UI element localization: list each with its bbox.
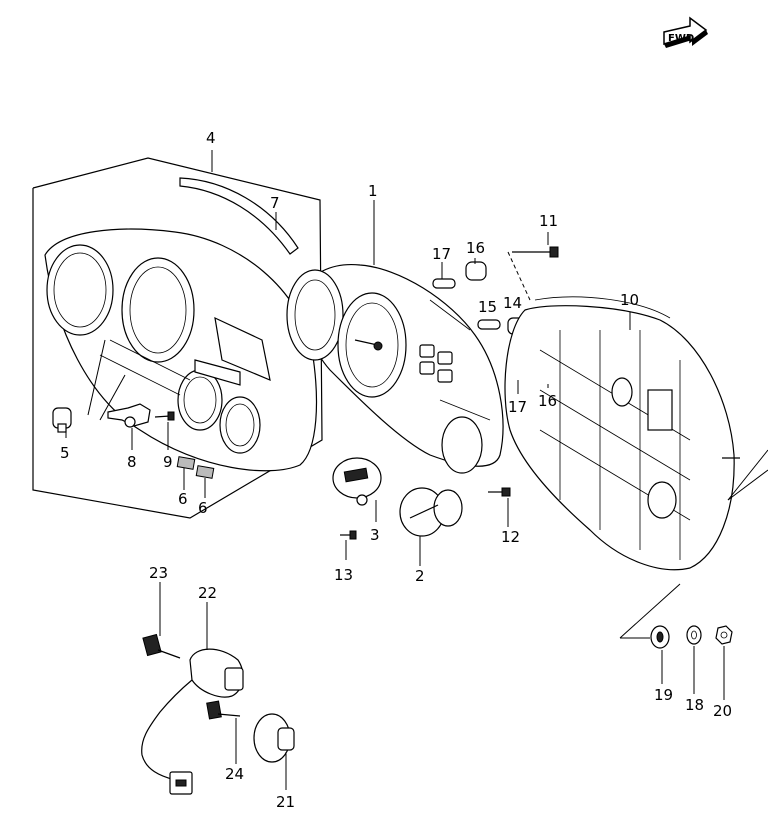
callout-14: 14 [503, 294, 522, 312]
nut-part-20 [715, 625, 733, 645]
callout-12: 12 [501, 528, 520, 546]
callout-18: 18 [685, 696, 704, 714]
rear-case-part-10 [504, 296, 740, 571]
bulb-part-17a [432, 278, 456, 289]
callout-17a: 17 [432, 245, 451, 263]
callout-19: 19 [654, 686, 673, 704]
callout-10: 10 [620, 291, 639, 309]
callout-3: 3 [370, 526, 380, 544]
callout-7: 7 [270, 194, 280, 212]
washer-part-18 [686, 625, 702, 645]
callout-15: 15 [478, 298, 497, 316]
callout-2: 2 [415, 567, 425, 585]
gauge-part-2 [399, 487, 463, 537]
socket-part-16a [465, 261, 487, 281]
fwd-label: FWD [668, 33, 694, 44]
callout-5: 5 [60, 444, 70, 462]
socket-part-5 [52, 407, 72, 433]
fwd-arrow-icon: FWD [663, 16, 708, 48]
leader-lines [65, 150, 768, 790]
callout-17b: 17 [508, 398, 527, 416]
sensor-part-21 [253, 713, 295, 763]
callout-21: 21 [276, 793, 295, 811]
callout-13: 13 [334, 566, 353, 584]
callout-11: 11 [539, 212, 558, 230]
screw-part-13 [340, 530, 357, 540]
indicator-part-6a [176, 456, 196, 470]
meter-case-assembly [32, 157, 323, 519]
screw-part-9 [154, 411, 175, 421]
callout-4: 4 [206, 129, 216, 147]
bolt-part-24 [206, 700, 241, 720]
part-callouts: 4 7 1 11 16 17 10 15 14 17 16 5 8 9 6 6 … [60, 129, 732, 811]
callout-16b: 16 [538, 392, 557, 410]
bulb-part-8 [107, 403, 151, 428]
callout-22: 22 [198, 584, 217, 602]
callout-9: 9 [163, 453, 173, 471]
gauge-part-3 [332, 457, 382, 506]
bulb-part-15 [477, 319, 501, 330]
callout-6b: 6 [198, 499, 208, 517]
callout-24: 24 [225, 765, 244, 783]
grommet-part-19 [650, 625, 670, 649]
meter-assembly-part-1 [286, 263, 504, 474]
callout-16a: 16 [466, 239, 485, 257]
indicator-part-6b [195, 465, 215, 479]
callout-1: 1 [368, 182, 378, 200]
callout-8: 8 [127, 453, 137, 471]
bolt-part-23 [142, 633, 181, 659]
callout-6a: 6 [178, 490, 188, 508]
screw-part-12 [488, 487, 511, 497]
screw-part-11 [512, 246, 559, 258]
sensor-harness-part-22 [141, 648, 244, 795]
callout-20: 20 [713, 702, 732, 720]
callout-23: 23 [149, 564, 168, 582]
